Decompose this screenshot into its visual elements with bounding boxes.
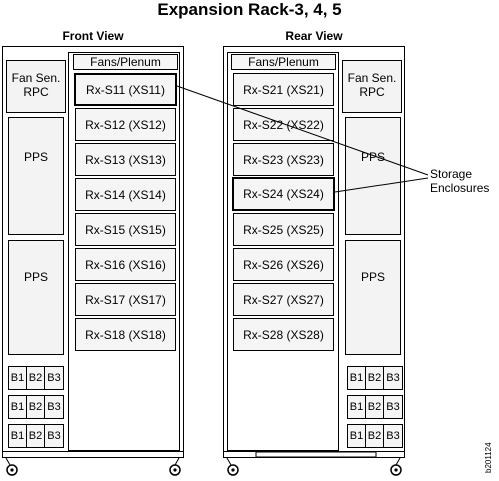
front-rack-base <box>2 451 184 458</box>
front-pps-top-label: PPS <box>23 150 48 164</box>
rear-pps-bottom: PPS <box>345 240 401 355</box>
front-left-wheel-icon <box>5 457 18 476</box>
front-slot-s14: Rx-S14 (XS14) <box>75 178 176 211</box>
front-slot-s12: Rx-S12 (XS12) <box>75 108 176 141</box>
front-view-label: Front View <box>62 29 124 43</box>
rear-pps-bottom-label: PPS <box>360 270 385 284</box>
rear-battery-cell: B3 <box>383 424 403 448</box>
storage-enclosures-callout: Storage Enclosures <box>430 167 489 195</box>
diagram-title: Expansion Rack-3, 4, 5 <box>157 0 342 19</box>
leader-line-front <box>176 85 429 176</box>
front-slot-s18: Rx-S18 (XS18) <box>75 318 176 351</box>
front-fans-plenum: Fans/Plenum <box>73 54 178 70</box>
rear-slot-s21: Rx-S21 (XS21) <box>233 73 334 106</box>
front-rpc-label: RPC <box>23 85 49 99</box>
rear-slot-s26: Rx-S26 (XS26) <box>233 248 334 281</box>
rear-base-bar <box>255 451 377 458</box>
front-slot-s13: Rx-S13 (XS13) <box>75 143 176 176</box>
rear-battery-cell: B2 <box>365 424 384 448</box>
front-pps-bottom: PPS <box>8 240 64 355</box>
rear-slot-s25: Rx-S25 (XS25) <box>233 213 334 246</box>
front-pps-top: PPS <box>8 117 64 235</box>
rear-left-wheel-icon <box>226 457 239 476</box>
callout-line-1: Storage <box>430 167 473 181</box>
rear-fans-plenum: Fans/Plenum <box>231 54 336 70</box>
front-fan-sen-label: Fan Sen. <box>11 71 61 85</box>
rear-slot-s28: Rx-S28 (XS28) <box>233 318 334 351</box>
rear-slot-s27: Rx-S27 (XS27) <box>233 283 334 316</box>
front-slot-s11: Rx-S11 (XS11) <box>74 73 177 106</box>
rear-battery-cell: B1 <box>347 424 366 448</box>
front-slot-s17: Rx-S17 (XS17) <box>75 283 176 316</box>
rear-battery-cell: B3 <box>383 366 403 390</box>
rear-fan-sen-label: Fan Sen. <box>347 71 397 85</box>
rear-fan-sen-box: Fan Sen. RPC <box>342 60 402 113</box>
rear-right-wheel-icon <box>390 457 402 476</box>
front-slot-s15: Rx-S15 (XS15) <box>75 213 176 246</box>
rear-slot-s24: Rx-S24 (XS24) <box>232 177 335 211</box>
front-slot-s16: Rx-S16 (XS16) <box>75 248 176 281</box>
front-battery-cell: B2 <box>26 366 45 390</box>
front-fan-sen-box: Fan Sen. RPC <box>6 60 66 113</box>
rear-view-label: Rear View <box>285 29 343 43</box>
front-battery-cell: B2 <box>26 395 45 419</box>
rear-battery-cell: B2 <box>365 395 384 419</box>
leader-line-rear <box>334 177 429 193</box>
rear-slot-s22: Rx-S22 (XS22) <box>233 108 334 141</box>
rear-battery-cell: B2 <box>365 366 384 390</box>
front-battery-cell: B3 <box>44 424 64 448</box>
rear-battery-cell: B3 <box>383 395 403 419</box>
rear-rpc-label: RPC <box>359 85 385 99</box>
callout-line-2: Enclosures <box>430 181 490 195</box>
front-pps-bottom-label: PPS <box>23 270 48 284</box>
front-battery-cell: B1 <box>8 366 27 390</box>
front-battery-cell: B3 <box>44 366 64 390</box>
rear-slot-s23: Rx-S23 (XS23) <box>233 143 334 176</box>
front-battery-cell: B3 <box>44 395 64 419</box>
front-battery-cell: B1 <box>8 424 27 448</box>
front-right-wheel-icon <box>169 457 181 476</box>
